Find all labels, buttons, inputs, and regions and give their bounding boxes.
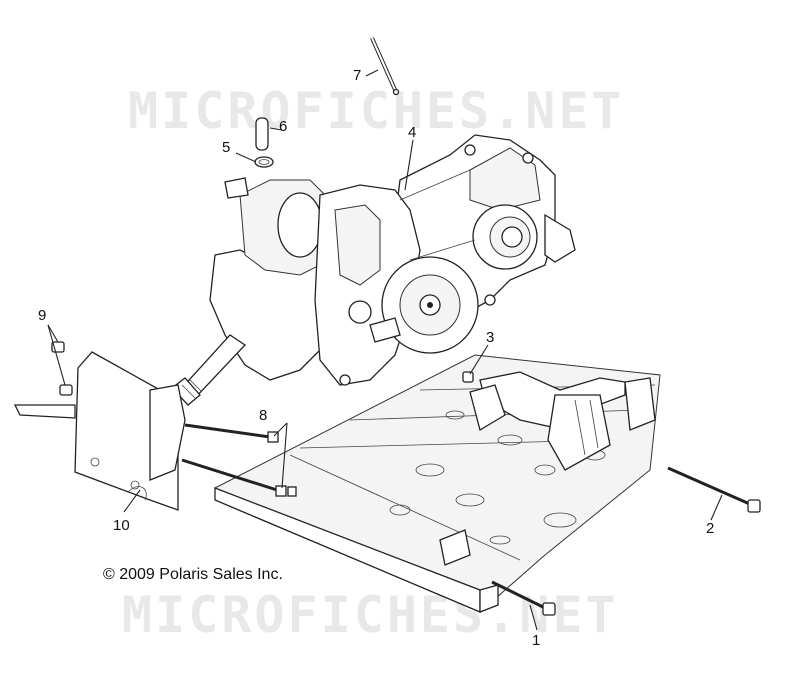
part-6-tube — [255, 117, 269, 151]
callout-5: 5 — [222, 139, 230, 156]
callout-6: 6 — [279, 118, 287, 135]
callout-1: 1 — [532, 632, 540, 649]
part-1-bolt — [491, 580, 556, 616]
callout-4: 4 — [408, 124, 416, 141]
callout-7: 7 — [353, 67, 361, 84]
part-5-clamp — [254, 156, 274, 168]
part-7-rod — [370, 37, 400, 96]
callout-8: 8 — [259, 407, 267, 424]
engine-transmission-assembly — [171, 134, 576, 406]
part-2-bolt — [667, 466, 761, 513]
part-10-bracket — [13, 351, 186, 511]
watermark-top: MICROFICHES.NET — [128, 82, 625, 140]
copyright-notice: © 2009 Polaris Sales Inc. — [103, 566, 283, 583]
callout-9: 9 — [38, 307, 46, 324]
part-8-bolts — [181, 423, 297, 497]
leader-lines — [47, 69, 723, 631]
part-3-nut — [462, 371, 474, 383]
frame-chassis — [214, 354, 661, 613]
callouts: 7 6 5 4 9 3 8 10 2 1 — [38, 67, 714, 649]
callout-3: 3 — [486, 329, 494, 346]
callout-10: 10 — [113, 517, 130, 534]
callout-2: 2 — [706, 520, 714, 537]
